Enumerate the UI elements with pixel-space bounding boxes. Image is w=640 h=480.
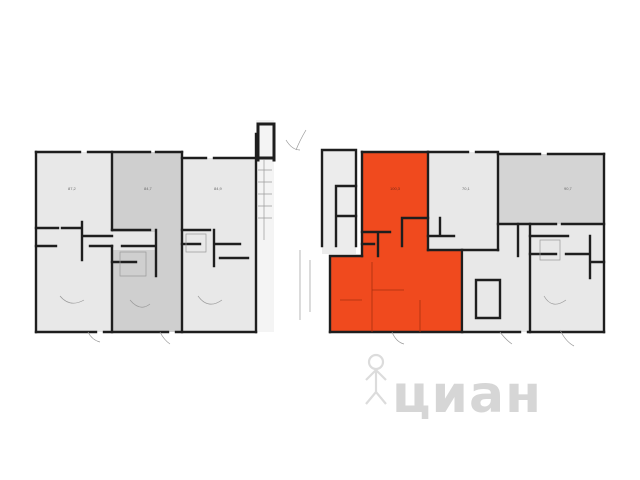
stair-core-fill [256,120,274,332]
unit-4-area-label: 100,3 [390,186,401,191]
unit-2-area-label: 84,7 [144,186,153,191]
watermark-text: циан [392,365,542,425]
unit-6-area-label: 90,7 [564,186,573,191]
unit-6-fill[interactable] [498,154,604,224]
unit-1-area-label: 87,2 [68,186,77,191]
unit-1-fill[interactable] [36,152,112,332]
detail-lines [59,129,575,347]
walls [34,122,606,334]
area-labels: 87,2 84,7 84,9 100,3 70,1 90,7 [68,186,573,191]
unit-3-area-label: 84,9 [214,186,223,191]
selected-unit-detail [340,262,421,332]
cian-watermark: циан [365,353,542,425]
unit-5-area-label: 70,1 [462,186,471,191]
person-icon [365,353,387,405]
